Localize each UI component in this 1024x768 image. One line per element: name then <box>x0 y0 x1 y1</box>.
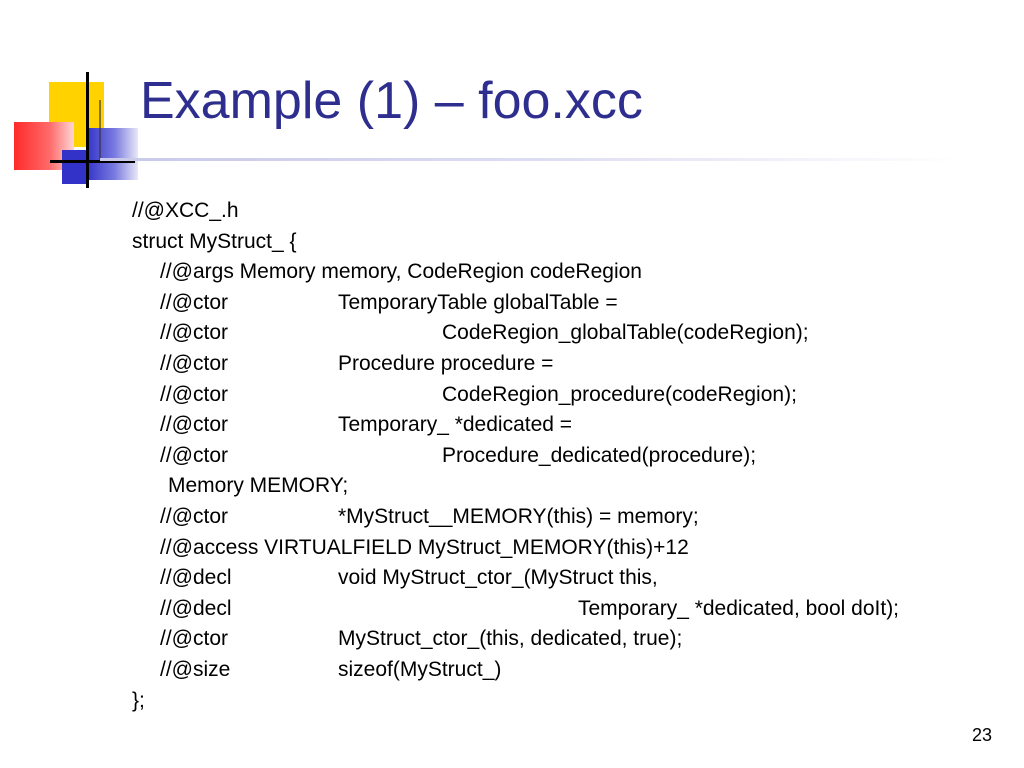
code-text: Temporary_ *dedicated, bool doIt); <box>578 596 900 620</box>
code-directive: //@ctor <box>160 321 228 345</box>
code-text: void MyStruct_ctor_(MyStruct this, <box>338 566 658 590</box>
code-text: Procedure_dedicated(procedure); <box>442 443 757 467</box>
code-directive: //@ctor <box>160 290 228 314</box>
code-text: struct MyStruct_ { <box>132 229 297 253</box>
horizontal-line-decoration <box>50 160 135 163</box>
code-directive: //@size <box>160 657 231 681</box>
blue-square-small-decoration <box>62 150 88 184</box>
code-text: //@access VIRTUALFIELD MyStruct_MEMORY(t… <box>160 535 689 559</box>
code-text: //@args Memory memory, CodeRegion codeRe… <box>160 260 642 284</box>
slide-title: Example (1) – foo.xcc <box>140 72 643 130</box>
page-number: 23 <box>971 725 992 745</box>
code-directive: //@ctor <box>160 627 228 651</box>
logo-squares <box>0 0 150 200</box>
vertical-line-decoration <box>86 72 89 188</box>
code-text: CodeRegion_globalTable(codeRegion); <box>442 321 809 345</box>
code-directive: //@ctor <box>160 443 228 467</box>
code-text: CodeRegion_procedure(codeRegion); <box>442 382 797 406</box>
code-directive: //@decl <box>160 566 232 590</box>
code-directive: //@decl <box>160 596 232 620</box>
code-directive: //@ctor <box>160 382 228 406</box>
code-directive: //@ctor <box>160 351 228 375</box>
title-underline <box>100 158 960 161</box>
code-text: MyStruct_ctor_(this, dedicated, true); <box>338 627 683 651</box>
code-text: //@XCC_.h <box>132 199 239 222</box>
blue-square-decoration <box>86 128 138 180</box>
code-text: TemporaryTable globalTable = <box>338 290 618 314</box>
code-directive: //@ctor <box>160 504 228 528</box>
code-text: }; <box>132 688 145 712</box>
code-text: Temporary_ *dedicated = <box>338 413 573 437</box>
code-text: *MyStruct__MEMORY(this) = memory; <box>338 504 699 528</box>
vertical-line-secondary-decoration <box>99 100 101 160</box>
code-directive: //@ctor <box>160 413 228 437</box>
code-text: Procedure procedure = <box>338 351 554 375</box>
code-text: Memory MEMORY; <box>168 474 349 498</box>
code-text: sizeof(MyStruct_) <box>338 657 502 681</box>
